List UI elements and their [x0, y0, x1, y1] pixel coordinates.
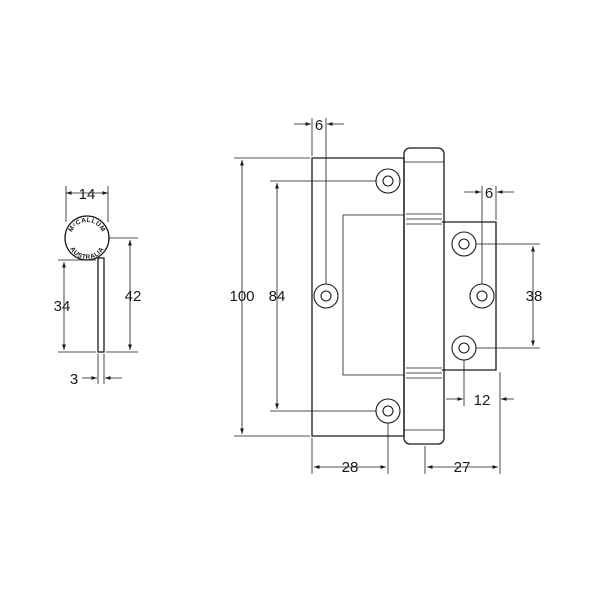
right-leaf — [442, 221, 497, 371]
dim-side-thickness: 3 — [70, 371, 78, 388]
dim-hole-inset-right: 12 — [474, 392, 491, 409]
dim-hole-span-left: 84 — [269, 288, 286, 305]
dim-side-width: 14 — [79, 186, 96, 203]
knuckle-barrel — [403, 147, 445, 445]
front-view: 100 84 6 28 27 6 38 — [229, 117, 542, 476]
screw-hole-right-mid — [469, 283, 495, 309]
dim-overall-height: 100 — [229, 288, 254, 305]
dim-leaf-width-left: 28 — [342, 459, 359, 476]
screw-hole-left-top — [375, 168, 401, 194]
dim-side-height-outer: 42 — [125, 288, 142, 305]
screw-hole-right-top — [451, 231, 477, 257]
dim-hole-offset-left: 6 — [315, 117, 323, 134]
dim-hole-span-right: 38 — [526, 288, 543, 305]
left-leaf-cutout — [342, 214, 404, 376]
dim-hole-offset-right: 6 — [485, 185, 493, 202]
screw-hole-left-mid — [313, 283, 339, 309]
dim-leaf-width-right: 27 — [454, 459, 471, 476]
side-view: MᶜCALLUM AUSTRALIA 14 34 42 3 — [54, 186, 142, 388]
brand-text-bottom: AUSTRALIA — [68, 246, 105, 261]
leaf-profile — [97, 257, 105, 353]
brand-text-top: MᶜCALLUM — [67, 217, 106, 233]
dim-side-height-inner: 34 — [54, 298, 71, 315]
screw-hole-left-bottom — [375, 398, 401, 424]
screw-hole-right-bottom — [451, 335, 477, 361]
